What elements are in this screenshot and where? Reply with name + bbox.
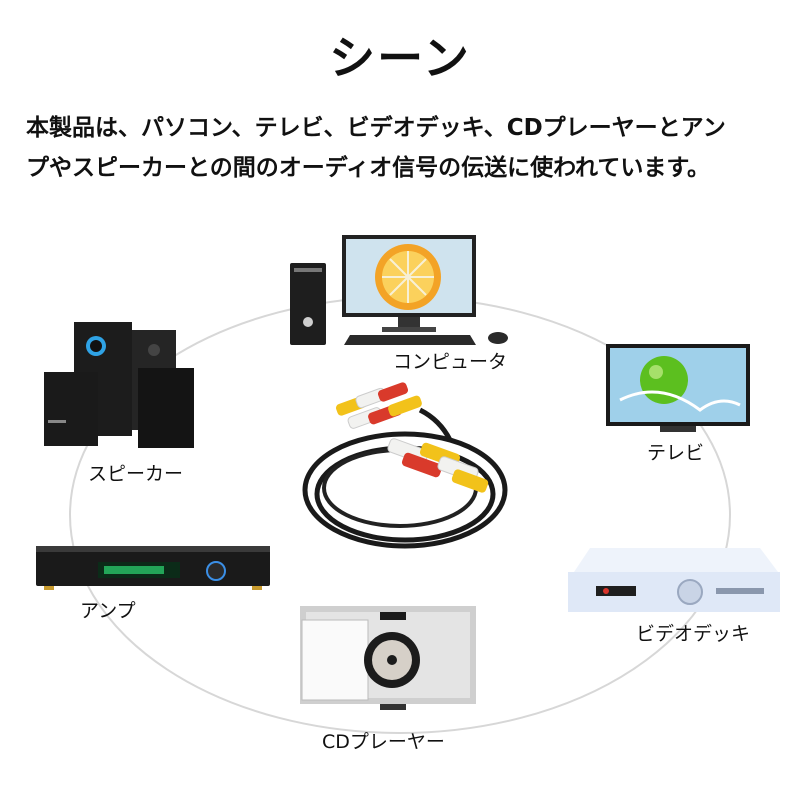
amp-label: アンプ — [80, 600, 136, 622]
tv-label: テレビ — [647, 442, 704, 464]
video-deck-illustration — [568, 548, 780, 612]
speaker-illustration — [44, 322, 194, 448]
computer-illustration — [290, 235, 508, 345]
rca-cable-illustration — [302, 382, 508, 549]
video-deck-label: ビデオデッキ — [636, 623, 750, 645]
page-title: シーン — [329, 31, 471, 85]
description: 本製品は、パソコン、テレビ、ビデオデッキ、CDプレーヤーとアン プやスピーカーと… — [26, 108, 786, 188]
description-line-1: 本製品は、パソコン、テレビ、ビデオデッキ、CDプレーヤーとアン — [26, 115, 726, 141]
computer-label: コンピュータ — [393, 351, 507, 373]
cd-player-illustration — [300, 606, 476, 710]
speaker-label: スピーカー — [88, 463, 183, 485]
cd-player-label: CDプレーヤー — [322, 731, 445, 753]
tv-illustration — [606, 344, 750, 432]
amp-illustration — [36, 546, 270, 590]
description-line-2: プやスピーカーとの間のオーディオ信号の伝送に使われています。 — [26, 155, 711, 181]
